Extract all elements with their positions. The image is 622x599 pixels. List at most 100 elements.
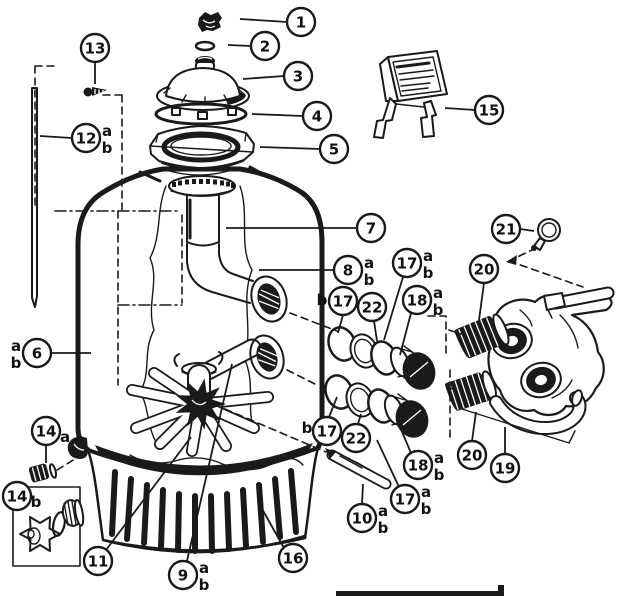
callout-22: 22 (356, 291, 388, 342)
drain-cap-inset (12, 486, 85, 567)
instruction-placard (373, 50, 448, 139)
callout-number: 3 (293, 68, 303, 86)
bulkhead-fittings-row-2 (324, 374, 429, 438)
callout-number: 2 (260, 38, 270, 56)
callout-variant-letter: a (11, 337, 21, 355)
callout-variant-letter: a (421, 483, 431, 501)
callout-17: 17 (311, 396, 343, 447)
callout-circle (311, 415, 343, 447)
callout-18ab: 18 ab (399, 284, 444, 356)
callout-variant-letter: b (31, 493, 42, 511)
callout-circle (327, 285, 359, 317)
callout-number: 7 (366, 220, 376, 238)
callout-leader-line (337, 314, 344, 334)
callout-leader-line (186, 363, 233, 562)
internal-elbow-pipe (186, 243, 288, 323)
callout-variant-letter: a (434, 449, 444, 467)
callout-variant-letter: b (423, 264, 434, 282)
callout-number: 14 (36, 423, 57, 441)
callout-circle (249, 30, 281, 62)
callout-leader-line (361, 483, 364, 505)
callout-variant-letter: b (434, 466, 445, 484)
callout-number: 6 (32, 345, 42, 363)
callout-leader-line (39, 135, 73, 139)
callout-circle (1, 480, 33, 512)
callout-variant-letter: b (433, 301, 444, 319)
floating-variant-letter: b (317, 291, 328, 309)
lateral-assembly (126, 351, 274, 457)
callout-circle (340, 422, 372, 454)
bulkhead-nut-2 (383, 393, 429, 438)
callout-circle (456, 439, 488, 471)
callout-6ab: 6ab (11, 337, 91, 372)
callout-15: 15 (444, 94, 505, 126)
standpipe (186, 195, 220, 247)
callout-number: 17 (397, 255, 418, 273)
callout-circle (391, 247, 423, 279)
callout-circle (356, 291, 388, 323)
callout-variant-letter: b (421, 500, 432, 518)
callout-number: 10 (352, 510, 373, 528)
callout-variant-letter: a (60, 428, 70, 446)
union-nut-upper (454, 313, 510, 359)
callout-number: 5 (329, 141, 339, 159)
callout-number: 20 (474, 261, 495, 279)
callout-19: 19 (489, 427, 521, 484)
callout-leader-line (519, 228, 535, 232)
dome-lid (156, 56, 250, 120)
callout-number: 20 (462, 447, 483, 465)
callout-variant-letter: a (102, 122, 112, 140)
callout-circle (332, 254, 364, 286)
callout-variant-letter: a (423, 247, 433, 265)
callout-circle (318, 133, 350, 165)
callout-circle (346, 502, 378, 534)
air-bleed-tube (31, 87, 38, 308)
callout-circle (282, 60, 314, 92)
callout-3: 3 (242, 60, 314, 92)
bulkhead-fittings-row-1 (327, 326, 436, 390)
callout-20: 20 (468, 253, 500, 321)
callout-number: 8 (343, 262, 353, 280)
callout-leader-line (478, 282, 485, 321)
air-relief-valve (198, 12, 222, 32)
callout-leader-line (239, 18, 288, 23)
callout-leader-line (399, 426, 412, 454)
air-relief-oring (194, 40, 216, 52)
screw (83, 87, 107, 97)
callout-circle (21, 337, 53, 369)
callout-circle (489, 452, 521, 484)
callout-number: 9 (178, 567, 188, 585)
callout-variant-letter: a (364, 254, 374, 272)
callout-circle (401, 284, 433, 316)
callout-variant-letter: b (102, 139, 113, 157)
callout-number: 18 (407, 292, 428, 310)
upper-bulkhead-port (250, 275, 288, 323)
callout-7: 7 (226, 212, 387, 244)
callout-variant-letter: a (433, 284, 443, 302)
callout-16: 16 (260, 506, 309, 574)
callout-22: 22 (340, 413, 372, 454)
callout-circle (355, 212, 387, 244)
callout-circle (473, 94, 505, 126)
callout-leader-line (383, 276, 404, 341)
callout-circle (70, 122, 102, 154)
callout-leader-line (357, 413, 362, 425)
callout-2: 2 (227, 30, 281, 62)
callout-variant-letter: b (199, 576, 210, 594)
filter-base-skirt (86, 443, 320, 554)
internal-lower-pipe (198, 334, 285, 381)
callout-1: 1 (239, 6, 317, 38)
callout-leader-line (260, 506, 285, 549)
callout-number: 1 (296, 14, 306, 32)
callout-circle (167, 559, 199, 591)
callout-number: 12 (76, 130, 97, 148)
floating-variant-letter: b (302, 419, 313, 437)
callout-circle (277, 542, 309, 574)
callout-number: 19 (495, 460, 516, 478)
callout-variant-letter: a (199, 559, 209, 577)
callout-number: 11 (88, 553, 109, 571)
